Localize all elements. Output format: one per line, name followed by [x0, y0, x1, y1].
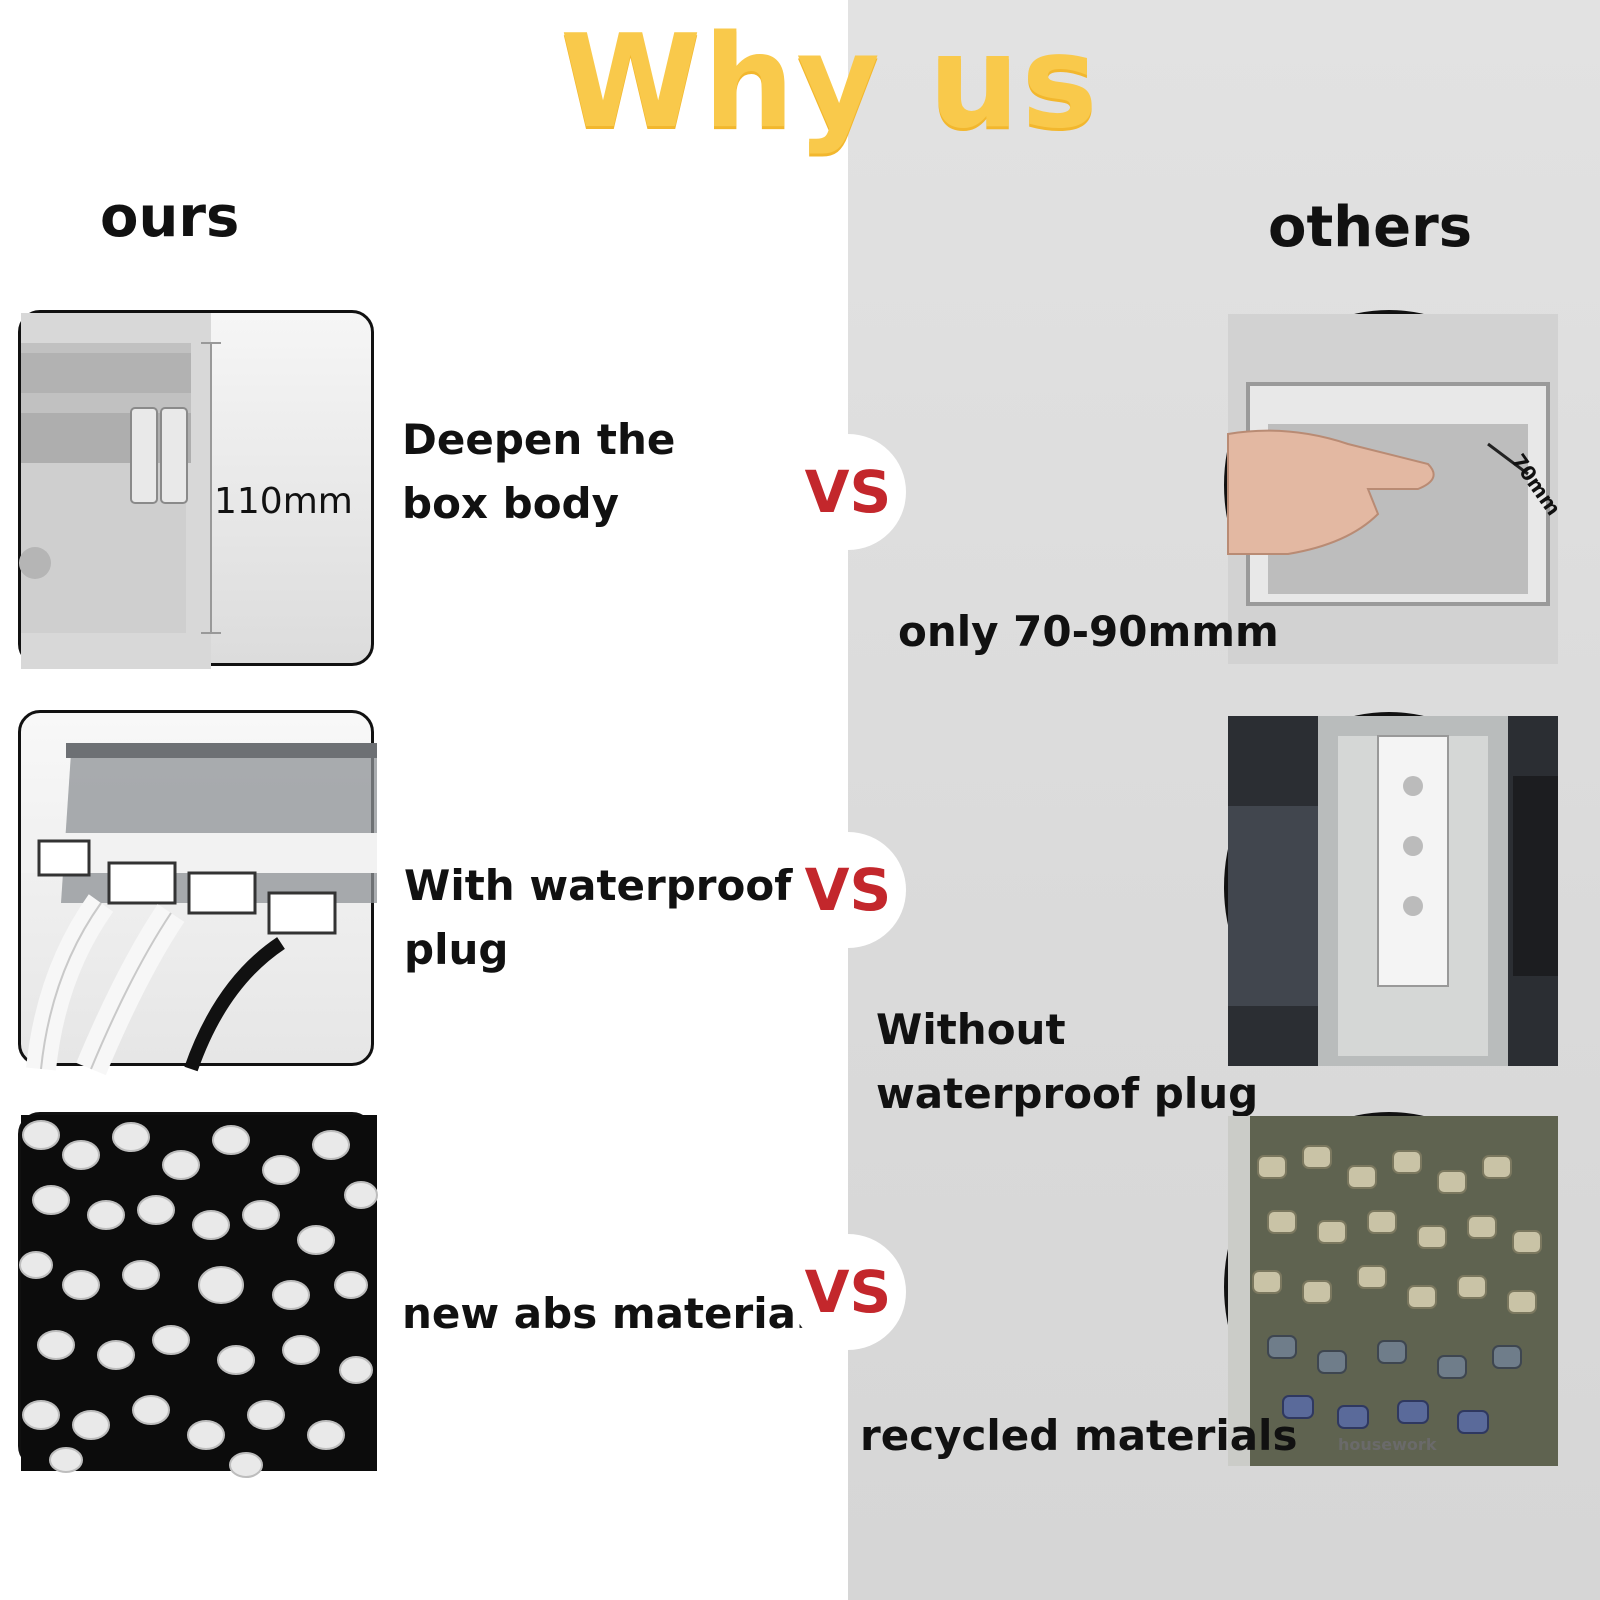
waterproof-plug-box-image: [18, 710, 377, 1076]
watermark-text: housework: [1338, 1435, 1437, 1454]
power-strip-box-image: [1224, 712, 1558, 1066]
ours-feature-material: new abs material: [402, 1289, 811, 1338]
others-feature-plug: Without waterproof plug: [876, 1005, 1259, 1118]
ours-feature-depth: Deepen the box body: [402, 415, 676, 528]
vs-badge: VS: [790, 1234, 906, 1350]
recycled-pellets-image: [1224, 1112, 1558, 1466]
vs-badge: VS: [790, 434, 906, 550]
shallow-box-hand-image: 70mm: [1224, 310, 1566, 664]
others-heading: others: [1268, 195, 1473, 260]
others-feature-material: recycled materials: [860, 1411, 1298, 1460]
white-pellets-image: [18, 1112, 378, 1478]
deep-box-image: [18, 310, 374, 669]
others-feature-depth: only 70-90mmm: [898, 607, 1279, 656]
ours-feature-plug: With waterproof plug: [404, 861, 793, 974]
vs-badge: VS: [790, 832, 906, 948]
page-title: Why us: [560, 8, 1100, 157]
ours-heading: ours: [100, 185, 240, 250]
ours-depth-dimension: 110mm: [214, 481, 353, 522]
